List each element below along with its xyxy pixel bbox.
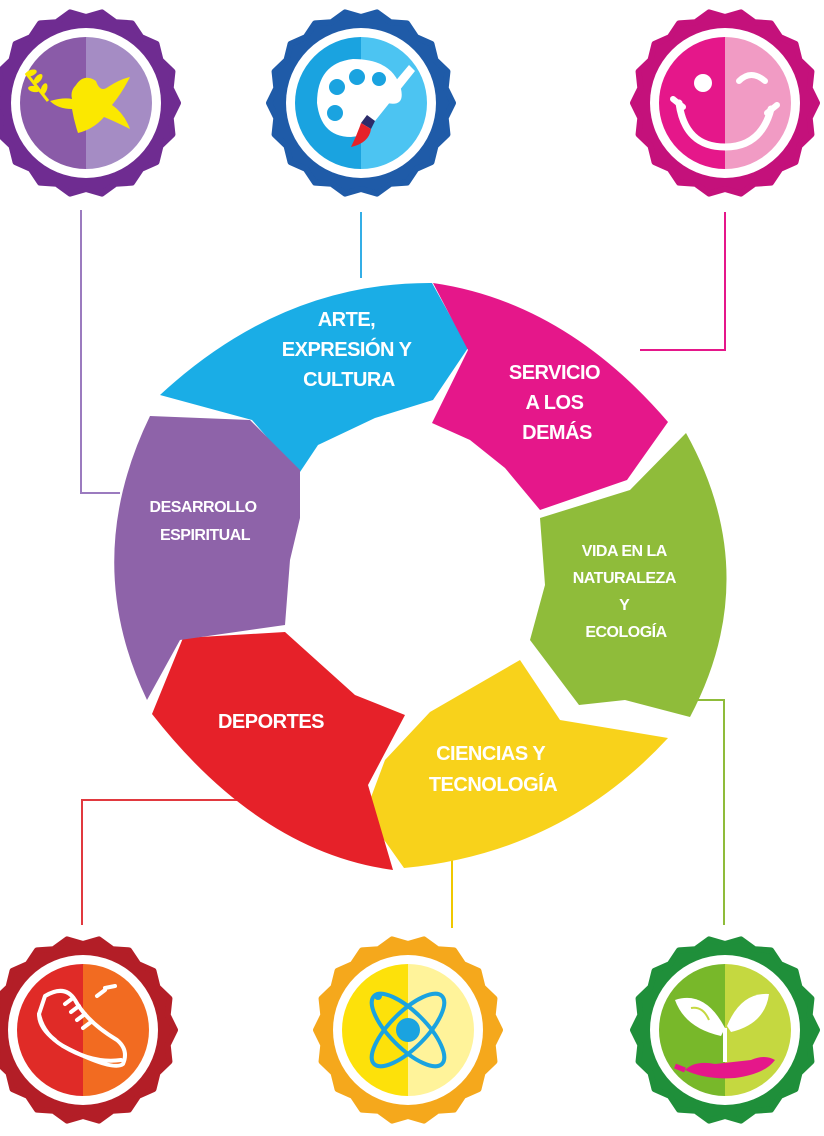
label-arte: ARTE, EXPRESIÓN Y CULTURA — [282, 309, 416, 391]
label-deportes: DEPORTES — [218, 711, 324, 733]
label-servicio-line-3: DEMÁS — [522, 421, 592, 444]
label-vida: VIDA EN LA NATURALEZA Y ECOLOGÍA — [573, 543, 680, 641]
label-desarrollo: DESARROLLO ESPIRITUAL — [150, 499, 261, 544]
label-ciencias-line-2: TECNOLOGÍA — [429, 773, 557, 796]
ring-center-hole — [296, 472, 508, 684]
label-deportes-line-1: DEPORTES — [218, 711, 324, 733]
connector-sneaker — [81, 799, 255, 925]
label-ciencias-line-1: CIENCIAS Y — [436, 743, 546, 765]
label-ciencias: CIENCIAS Y TECNOLOGÍA — [429, 743, 557, 796]
plant-in-hand-icon — [674, 993, 775, 1079]
badge-smile[interactable] — [630, 9, 820, 197]
label-vida-line-4: ECOLOGÍA — [585, 622, 667, 641]
label-servicio: SERVICIO A LOS DEMÁS — [509, 362, 605, 444]
label-desarrollo-line-2: ESPIRITUAL — [160, 527, 251, 544]
segment-ciencias[interactable] — [370, 660, 668, 868]
badge-sneaker[interactable] — [0, 936, 178, 1124]
connector-dove — [80, 210, 120, 494]
segment-labels: ARTE, EXPRESIÓN Y CULTURA SERVICIO A LOS… — [150, 309, 680, 796]
segment-servicio[interactable] — [432, 283, 668, 510]
label-vida-line-3: Y — [619, 597, 630, 614]
segment-arte[interactable] — [160, 282, 468, 475]
smiling-face-icon — [670, 72, 780, 151]
segment-deportes[interactable] — [152, 632, 405, 870]
label-arte-line-3: CULTURA — [303, 369, 395, 391]
badge-plant[interactable] — [630, 936, 820, 1124]
badge-dove[interactable] — [0, 9, 181, 197]
connector-plant — [686, 699, 725, 925]
label-arte-line-1: ARTE, — [318, 309, 376, 331]
ring — [114, 282, 727, 870]
connector-smile — [640, 212, 726, 351]
label-vida-line-2: NATURALEZA — [573, 570, 677, 587]
paint-palette-icon — [317, 59, 415, 147]
segment-desarrollo[interactable] — [114, 416, 300, 700]
label-desarrollo-line-1: DESARROLLO — [150, 499, 257, 516]
label-vida-line-1: VIDA EN LA — [582, 543, 668, 560]
segment-vida[interactable] — [530, 433, 727, 717]
label-arte-line-2: EXPRESIÓN Y — [282, 337, 413, 361]
sneaker-icon — [37, 984, 127, 1068]
badge-atom[interactable] — [313, 936, 503, 1124]
connector-lines — [80, 210, 726, 928]
label-servicio-line-1: SERVICIO — [509, 362, 600, 384]
label-servicio-line-2: A LOS — [526, 392, 584, 414]
dove-icon — [24, 69, 130, 133]
atom-icon — [369, 991, 447, 1069]
badge-palette[interactable] — [266, 9, 456, 197]
